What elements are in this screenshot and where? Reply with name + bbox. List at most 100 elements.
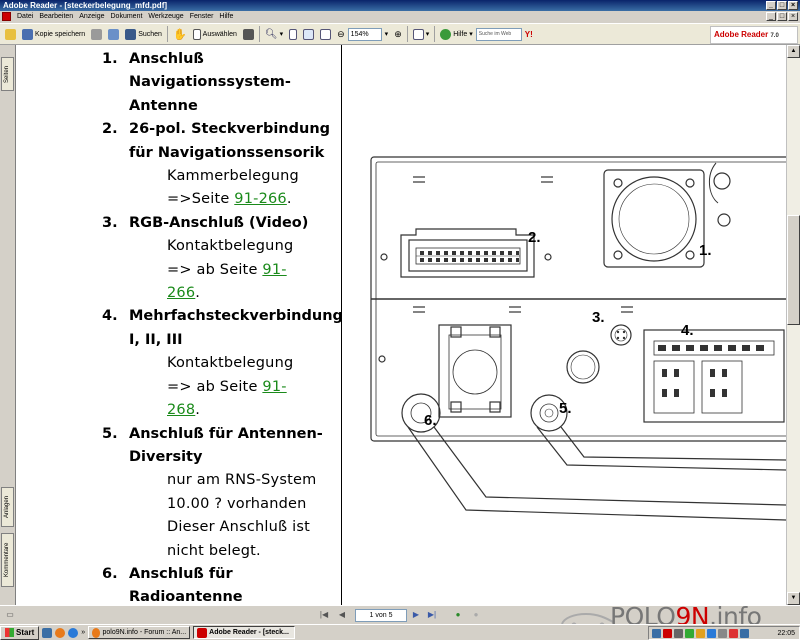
fit-width-button[interactable] xyxy=(317,25,334,43)
page-number-input[interactable]: 1 von 5 xyxy=(355,609,407,622)
search-label: Suchen xyxy=(138,30,162,38)
scroll-thumb[interactable] xyxy=(787,215,800,325)
zoom-tool-button[interactable]: 🔍︎▾ xyxy=(262,25,286,43)
hand-icon: ✋ xyxy=(172,28,187,41)
select-tool-button[interactable]: Auswählen xyxy=(190,25,240,43)
quicklaunch-overflow[interactable]: » xyxy=(81,629,86,636)
start-button[interactable]: Start xyxy=(0,625,40,640)
scroll-up-button[interactable]: ▲ xyxy=(787,45,800,58)
taskbar: Start » polo9N.info - Forum :: An... Ado… xyxy=(0,624,800,640)
zoom-level-input[interactable]: 154% xyxy=(347,27,382,41)
usb-icon[interactable] xyxy=(718,628,727,638)
page-link[interactable]: 91- xyxy=(262,261,287,278)
pages-tab[interactable]: Seiten xyxy=(1,57,14,91)
yahoo-button[interactable]: Y! xyxy=(522,25,536,43)
maximize-button[interactable]: □ xyxy=(777,1,787,10)
previous-page-button[interactable]: ◀ xyxy=(336,609,348,621)
ie-icon[interactable] xyxy=(68,627,79,638)
scroll-down-button[interactable]: ▼ xyxy=(787,592,800,605)
document-view[interactable]: 1. Anschluß Navigationssystem- Antenne 2… xyxy=(16,45,786,605)
next-page-button[interactable]: ▶ xyxy=(410,609,422,621)
attachments-tab[interactable]: Anlagen xyxy=(1,487,14,527)
hand-tool-button[interactable]: ✋ xyxy=(170,25,190,43)
list-item-detail: Kammerbelegung =>Seite 91-266. xyxy=(167,168,299,208)
layout-button[interactable]: ▭ xyxy=(4,609,16,621)
network-icon[interactable] xyxy=(652,628,661,638)
fan-unit xyxy=(603,169,705,268)
menu-help[interactable]: Hilfe xyxy=(219,13,234,20)
go-back-button[interactable]: ● xyxy=(452,609,464,621)
camera-icon xyxy=(242,28,254,40)
title-bar[interactable]: Adobe Reader - [steckerbelegung_mfd.pdf]… xyxy=(0,0,800,11)
mounting-block xyxy=(438,324,512,418)
comments-tab[interactable]: Kommentare xyxy=(1,533,14,587)
antivirus-icon[interactable] xyxy=(663,628,672,638)
go-forward-button[interactable]: ● xyxy=(470,609,482,621)
minimize-button[interactable]: _ xyxy=(766,1,776,10)
start-label: Start xyxy=(16,628,35,637)
diagram-label-3: 3. xyxy=(592,309,605,326)
search-button[interactable]: Suchen xyxy=(122,25,165,43)
last-page-button[interactable]: ▶| xyxy=(426,609,438,621)
firefox-icon xyxy=(92,627,101,638)
document-icon[interactable] xyxy=(2,12,11,21)
page-link[interactable]: 268 xyxy=(167,402,196,419)
system-tray: 22:05 xyxy=(648,626,800,640)
close-button[interactable]: × xyxy=(788,1,798,10)
shield-icon[interactable] xyxy=(696,628,705,638)
menu-file[interactable]: Datei xyxy=(17,13,34,20)
list-item: 3. RGB-Anschluß (Video) xyxy=(102,214,309,231)
text-cursor-icon xyxy=(192,28,201,40)
help-label: Hilfe xyxy=(453,30,468,38)
open-button[interactable] xyxy=(2,25,19,43)
menu-tools[interactable]: Werkzeuge xyxy=(148,13,184,20)
zoom-dropdown[interactable]: ▾ xyxy=(382,25,392,43)
menu-view[interactable]: Anzeige xyxy=(79,13,105,20)
toolbar-separator xyxy=(166,26,168,42)
first-page-button[interactable]: |◀ xyxy=(318,609,330,621)
chevron-down-icon: ▾ xyxy=(384,31,389,38)
zoom-out-button[interactable]: ⊖ xyxy=(334,25,348,43)
doc-minimize-button[interactable]: _ xyxy=(766,12,776,21)
page-link[interactable]: 266 xyxy=(167,285,196,302)
taskbar-item-forum[interactable]: polo9N.info - Forum :: An... xyxy=(88,626,191,639)
web-search-input[interactable]: Suche im Web xyxy=(475,27,522,41)
zoom-in-button[interactable]: ⊕ xyxy=(391,25,405,43)
doc-close-button[interactable]: × xyxy=(788,12,798,21)
messenger-icon[interactable] xyxy=(685,628,694,638)
desktop-icon[interactable] xyxy=(42,627,53,638)
menu-edit[interactable]: Bearbeiten xyxy=(39,13,74,20)
taskbar-item-adobe-reader[interactable]: Adobe Reader - [steck... xyxy=(193,626,296,639)
diagram-label-1: 1. xyxy=(699,242,712,259)
firefox-icon[interactable] xyxy=(55,627,66,638)
snapshot-button[interactable] xyxy=(240,25,257,43)
rotate-button[interactable]: ▾ xyxy=(410,25,433,43)
power-icon[interactable] xyxy=(740,628,749,638)
page-link[interactable]: 91-266 xyxy=(234,191,287,208)
fit-page-button[interactable] xyxy=(300,25,317,43)
list-item-detail: nur am RNS-System 10.00 ? vorhanden Dies… xyxy=(167,472,317,559)
printer-icon xyxy=(91,28,103,40)
page-column-divider xyxy=(341,45,342,605)
list-item-detail: Kontaktbelegung => ab Seite 91- 268. xyxy=(167,355,294,419)
vertical-scrollbar[interactable]: ▲ ▼ xyxy=(786,45,800,605)
menu-window[interactable]: Fenster xyxy=(189,13,214,20)
diagram-label-4: 4. xyxy=(681,322,694,339)
doc-restore-button[interactable]: □ xyxy=(777,12,787,21)
email-button[interactable] xyxy=(105,25,122,43)
page-link[interactable]: 91- xyxy=(262,378,287,395)
save-copy-button[interactable]: Kopie speichern xyxy=(19,25,88,43)
update-icon[interactable] xyxy=(729,628,738,638)
display-icon[interactable] xyxy=(707,628,716,638)
minus-circle-icon: ⊖ xyxy=(337,28,345,39)
help-button[interactable]: Hilfe▾ xyxy=(437,25,476,43)
print-button[interactable] xyxy=(88,25,105,43)
menu-document[interactable]: Dokument xyxy=(110,13,143,20)
volume-icon[interactable] xyxy=(674,628,683,638)
windows-logo-icon xyxy=(5,628,14,637)
diagram-label-2: 2. xyxy=(528,229,541,246)
first-page-icon: |◀ xyxy=(319,610,329,619)
fit-width-icon xyxy=(320,28,332,40)
connector-6 xyxy=(401,393,786,521)
actual-size-button[interactable] xyxy=(286,25,300,43)
